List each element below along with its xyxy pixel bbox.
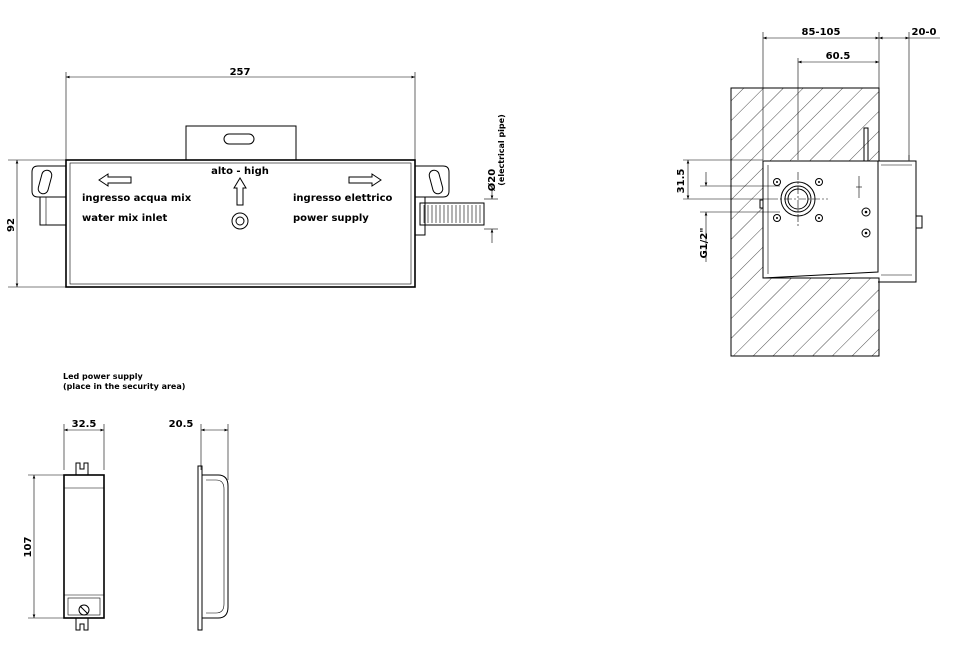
dim-vertical-label: 31.5: [676, 169, 687, 194]
dim-center-label: 60.5: [826, 51, 851, 62]
left-arrow-icon: [98, 173, 132, 187]
led-body-side: [202, 474, 229, 619]
label-water-en: water mix inlet: [82, 213, 167, 224]
label-power-en: power supply: [293, 213, 369, 224]
front-view: 257 92: [6, 67, 506, 288]
led-body-front: [63, 474, 105, 619]
pipe-description-label: (electrical pipe): [497, 114, 506, 185]
wall-section: [730, 87, 880, 357]
side-body: [762, 160, 879, 279]
front-width-dimension: 257: [65, 67, 416, 160]
up-arrow-icon: [233, 177, 247, 206]
pipe-diameter-label: Ø20: [486, 169, 498, 191]
tab-slot: [223, 133, 255, 145]
led-power-supply: Led power supply (place in the security …: [23, 372, 229, 631]
left-bracket: [31, 165, 67, 226]
dim-thread-label: G1/2": [699, 228, 710, 259]
right-arrow-icon: [348, 173, 382, 187]
top-mounting-tab: [185, 125, 297, 160]
led-height-label: 107: [23, 537, 34, 558]
fitting-group: [770, 172, 828, 228]
side-view: 85-105 20-0 60.5: [676, 27, 940, 357]
dim-depth-label: 85-105: [802, 27, 841, 38]
front-width-label: 257: [230, 67, 251, 78]
electrical-pipe: [419, 185, 498, 243]
label-power-it: ingresso elettrico: [293, 193, 393, 204]
inlet-inner-circle: [235, 216, 245, 226]
led-depth-label: 20.5: [169, 419, 194, 430]
led-title-line2: (place in the security area): [63, 382, 185, 391]
side-cover: [878, 160, 917, 283]
dim-offset-label: 20-0: [911, 27, 936, 38]
front-height-label: 92: [6, 218, 17, 232]
label-water-it: ingresso acqua mix: [82, 193, 192, 204]
led-width-label: 32.5: [72, 419, 97, 430]
front-height-dimension: 92: [6, 159, 66, 288]
right-bracket: [414, 165, 450, 236]
led-title-line1: Led power supply: [63, 372, 143, 381]
inlet-outer-circle: [231, 212, 249, 230]
label-high: alto - high: [211, 166, 269, 177]
front-body-inner: [69, 162, 412, 285]
